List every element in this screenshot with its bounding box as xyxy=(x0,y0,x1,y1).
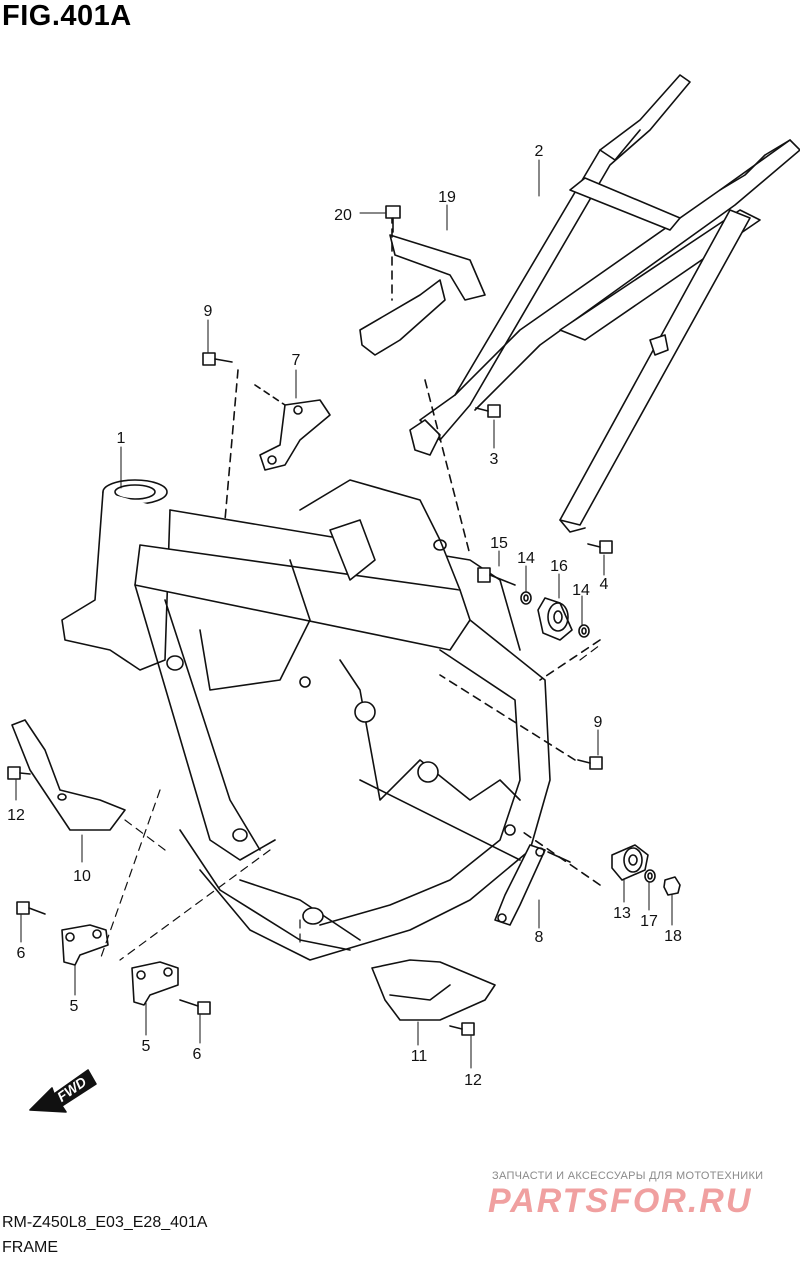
main-frame xyxy=(61,479,551,961)
callout-5-upper: 5 xyxy=(70,998,79,1015)
callout-20: 20 xyxy=(334,207,352,224)
washer-14a xyxy=(520,591,532,605)
callout-8: 8 xyxy=(535,929,544,946)
callout-13: 13 xyxy=(613,905,631,922)
fwd-arrow-icon xyxy=(29,1069,97,1113)
callout-12-left: 12 xyxy=(7,807,25,824)
diagram-code: RM-Z450L8_E03_E28_401A xyxy=(2,1214,208,1231)
callout-18: 18 xyxy=(664,928,682,945)
collar-16 xyxy=(537,597,573,641)
bolt-9-right xyxy=(439,674,603,770)
callout-6-lower: 6 xyxy=(193,1046,202,1063)
callout-4: 4 xyxy=(600,576,609,593)
bolt-4 xyxy=(587,540,613,554)
bracket-5-upper xyxy=(61,924,109,966)
bolt-6-lower xyxy=(179,999,211,1015)
guide-lines xyxy=(99,644,601,961)
callout-2: 2 xyxy=(535,143,544,160)
frame-guard-10 xyxy=(11,719,126,831)
callout-11: 11 xyxy=(411,1048,428,1065)
bolt-6-upper xyxy=(16,901,46,915)
callout-19: 19 xyxy=(438,189,456,206)
callout-labels: 1 2 3 4 5 5 6 6 7 8 9 9 10 11 12 12 13 1… xyxy=(7,143,682,1089)
watermark-logo: PARTSFOR.RU xyxy=(488,1182,753,1220)
callout-14-b: 14 xyxy=(572,582,590,599)
callout-10: 10 xyxy=(73,868,91,885)
diagram-name: FRAME xyxy=(2,1239,58,1256)
bolt-20 xyxy=(359,205,401,233)
nut-18 xyxy=(663,876,681,896)
callout-16: 16 xyxy=(550,558,568,575)
callout-17: 17 xyxy=(640,913,658,930)
callout-9-right: 9 xyxy=(594,714,603,731)
callout-12-right: 12 xyxy=(464,1072,482,1089)
bracket-5-lower xyxy=(131,961,179,1006)
bracket-19 xyxy=(359,214,486,356)
callout-7: 7 xyxy=(292,352,301,369)
engine-bracket-7 xyxy=(254,384,331,471)
watermark-subtitle: ЗАПЧАСТИ И АКСЕССУАРЫ ДЛЯ МОТОТЕХНИКИ xyxy=(492,1170,764,1182)
callout-14-a: 14 xyxy=(517,550,535,567)
callout-5-lower: 5 xyxy=(142,1038,151,1055)
collar-13 xyxy=(611,844,649,881)
washer-17 xyxy=(644,869,656,883)
bolt-15 xyxy=(477,567,516,586)
figure-title: FIG.401A xyxy=(2,0,132,32)
bolt-12-left xyxy=(7,766,31,780)
callout-15: 15 xyxy=(490,535,508,552)
bolt-9-top xyxy=(202,352,239,521)
bolt-12-right xyxy=(449,1022,475,1036)
washer-14b xyxy=(578,624,590,638)
callout-1: 1 xyxy=(117,430,126,447)
leader-lines xyxy=(15,159,673,1069)
callout-3: 3 xyxy=(490,451,499,468)
rear-subframe xyxy=(409,74,800,533)
callout-9-top: 9 xyxy=(204,303,213,320)
bolt-3 xyxy=(424,379,501,556)
callout-6-upper: 6 xyxy=(17,945,26,962)
frame-guard-11 xyxy=(371,959,496,1021)
